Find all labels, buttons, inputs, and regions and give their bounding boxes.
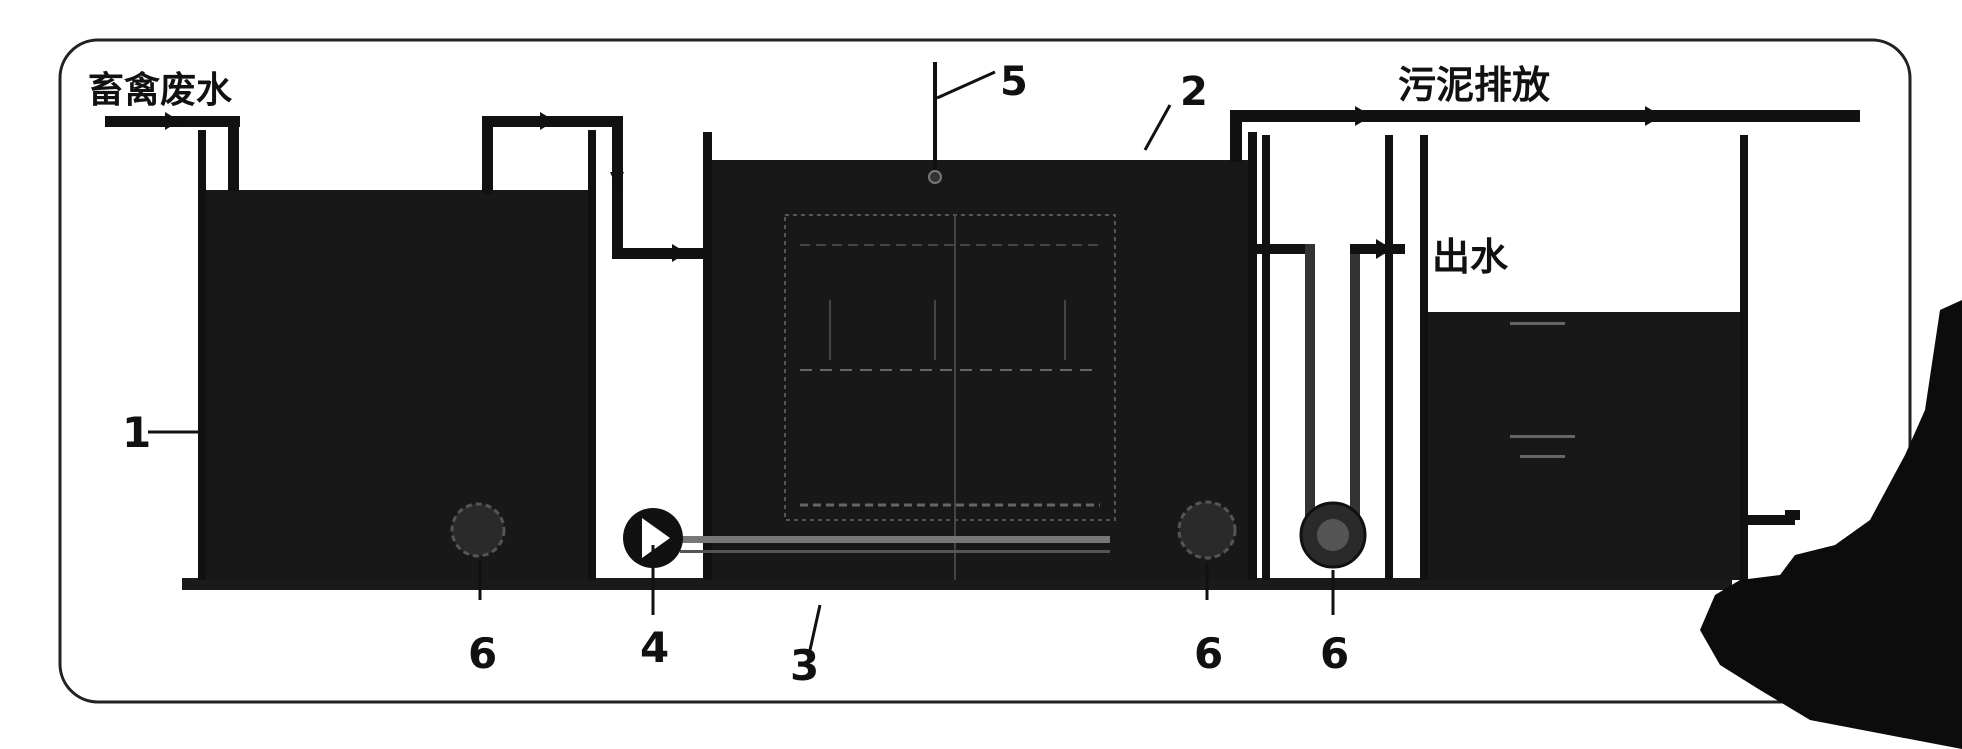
transfer-pipe (482, 112, 707, 262)
air-pump-4 (623, 508, 683, 568)
outlet-label: 出水 (1432, 235, 1509, 279)
outlet-pump-6-right (1299, 501, 1367, 569)
aeration-pipe (680, 536, 1110, 553)
diagram-frame (58, 38, 1912, 704)
inlet-label: 畜禽废水 (88, 70, 233, 111)
base-line (182, 578, 1732, 590)
leader-2 (1143, 104, 1172, 151)
tank-2 (703, 132, 1257, 580)
callout-6-left: 6 (468, 629, 497, 678)
side-pipe (1748, 510, 1800, 525)
aerator-6-mid (1177, 500, 1237, 560)
callout-3: 3 (790, 641, 819, 690)
aerator-6-left (450, 502, 506, 558)
callout-1: 1 (122, 408, 151, 457)
dark-corner (1700, 300, 1962, 749)
outlet-pipe (1257, 239, 1405, 529)
tank-1 (198, 130, 596, 580)
leader-3 (808, 604, 822, 651)
leader-5 (936, 70, 996, 100)
membrane-module-3 (784, 214, 1116, 580)
callout-6-mid: 6 (1194, 629, 1223, 678)
callout-5: 5 (1000, 59, 1028, 105)
sludge-label: 污泥排放 (1398, 63, 1550, 107)
callout-2: 2 (1180, 69, 1208, 115)
callout-6-right: 6 (1320, 629, 1349, 678)
tank-3 (1262, 135, 1748, 580)
sludge-pipe (1230, 106, 1860, 162)
inlet-pipe (105, 112, 240, 191)
callout-4: 4 (640, 623, 669, 672)
sensor-5 (928, 62, 942, 184)
